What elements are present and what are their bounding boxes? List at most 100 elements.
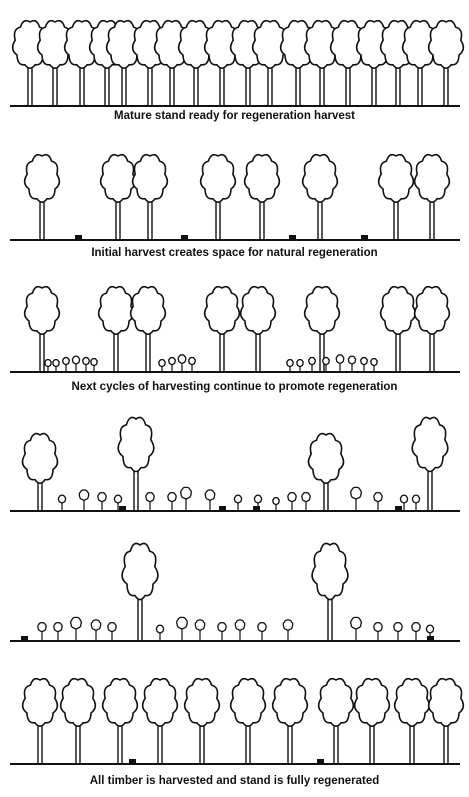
sapling xyxy=(44,359,52,372)
stump xyxy=(219,506,226,511)
panel-6-caption: All timber is harvested and stand is ful… xyxy=(90,775,380,787)
mature-tree xyxy=(303,285,341,372)
sapling xyxy=(90,619,102,641)
sapling xyxy=(257,621,267,641)
mature-tree xyxy=(117,416,155,511)
sapling xyxy=(411,494,421,511)
sapling xyxy=(78,489,90,511)
panel-6-trees xyxy=(21,677,465,764)
sapling xyxy=(411,621,421,641)
sapling xyxy=(360,356,368,372)
sapling xyxy=(350,486,362,511)
mature-tree xyxy=(59,677,97,764)
sapling xyxy=(399,494,409,511)
sapling xyxy=(70,616,82,641)
sapling xyxy=(176,616,188,641)
sapling xyxy=(107,621,117,641)
sapling xyxy=(188,356,196,372)
panel-1-trees xyxy=(11,19,465,106)
sapling xyxy=(158,359,166,372)
stump xyxy=(361,235,368,240)
sapling xyxy=(234,619,246,641)
mature-tree xyxy=(105,19,143,106)
stump xyxy=(119,506,126,511)
mature-tree xyxy=(243,153,281,240)
panel-5-trees xyxy=(21,542,435,641)
sapling xyxy=(155,624,165,641)
sapling xyxy=(71,355,81,372)
mature-tree xyxy=(23,153,61,240)
sapling xyxy=(287,491,297,511)
mature-tree xyxy=(379,285,417,372)
panel-2-trees xyxy=(23,153,451,240)
mature-tree xyxy=(427,19,465,106)
mature-tree xyxy=(21,432,59,511)
panel-4-trees xyxy=(21,416,449,511)
sapling xyxy=(301,491,311,511)
mature-tree xyxy=(199,153,237,240)
sapling xyxy=(373,621,383,641)
stump xyxy=(427,636,434,641)
mature-tree xyxy=(413,153,451,240)
mature-tree xyxy=(307,432,345,511)
mature-tree xyxy=(311,542,349,641)
stump xyxy=(21,636,28,641)
sapling xyxy=(194,619,206,641)
sapling xyxy=(90,358,98,372)
stump xyxy=(129,759,136,764)
sapling xyxy=(204,489,216,511)
sapling xyxy=(168,356,176,372)
mature-tree xyxy=(97,285,135,372)
sapling xyxy=(373,491,383,511)
sapling xyxy=(180,486,192,511)
panel-2: Initial harvest creates space for natura… xyxy=(10,153,460,259)
mature-tree xyxy=(63,19,101,106)
sapling xyxy=(97,491,107,511)
sapling xyxy=(52,359,60,372)
stump xyxy=(317,759,324,764)
mature-tree xyxy=(353,677,391,764)
sapling xyxy=(217,621,227,641)
mature-tree xyxy=(413,285,451,372)
mature-tree xyxy=(239,285,277,372)
mature-tree xyxy=(141,677,179,764)
sapling xyxy=(37,621,47,641)
panel-3: Next cycles of harvesting continue to pr… xyxy=(10,285,460,393)
mature-tree xyxy=(393,677,431,764)
sapling xyxy=(167,491,177,511)
sapling xyxy=(322,356,330,372)
sapling xyxy=(282,619,294,641)
sapling xyxy=(296,359,304,372)
sapling xyxy=(233,494,243,511)
panel-3-caption: Next cycles of harvesting continue to pr… xyxy=(72,381,398,393)
stump xyxy=(289,235,296,240)
mature-tree xyxy=(301,153,339,240)
mature-tree xyxy=(129,285,167,372)
mature-tree xyxy=(411,416,449,511)
panel-3-trees xyxy=(23,285,451,372)
panel-2-caption: Initial harvest creates space for natura… xyxy=(91,247,377,259)
stump xyxy=(395,506,402,511)
mature-tree xyxy=(131,153,169,240)
sapling xyxy=(272,497,280,511)
sapling xyxy=(347,355,357,372)
sapling xyxy=(57,494,67,511)
mature-tree xyxy=(21,677,59,764)
panel-1-caption: Mature stand ready for regeneration harv… xyxy=(114,110,355,122)
panel-4 xyxy=(10,416,460,512)
sapling xyxy=(350,616,362,641)
mature-tree xyxy=(271,677,309,764)
mature-tree xyxy=(203,285,241,372)
mature-tree xyxy=(121,542,159,641)
sapling xyxy=(145,491,155,511)
sapling xyxy=(308,356,316,372)
mature-tree xyxy=(99,153,137,240)
stump xyxy=(75,235,82,240)
mature-tree xyxy=(229,677,267,764)
panel-1: Mature stand ready for regeneration harv… xyxy=(10,19,465,122)
sapling xyxy=(113,494,123,511)
sapling xyxy=(177,354,187,372)
mature-tree xyxy=(377,153,415,240)
